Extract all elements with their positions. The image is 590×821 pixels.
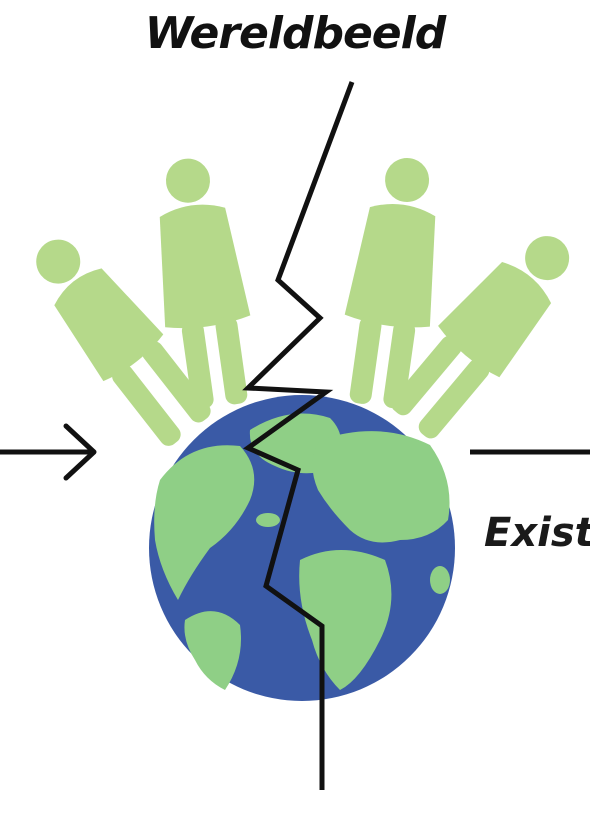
earth-globe-icon — [149, 395, 455, 701]
person-icon — [344, 157, 436, 409]
person-icon — [159, 158, 251, 410]
person-icon — [391, 236, 570, 439]
right-label-clip: Exist — [480, 500, 590, 570]
lightning-crack-line — [242, 81, 355, 790]
people-group — [36, 157, 570, 446]
existence-label: Exist — [484, 510, 590, 556]
diagram-title: Wereldbeeld — [144, 8, 446, 59]
right-arrow-icon — [0, 423, 97, 481]
